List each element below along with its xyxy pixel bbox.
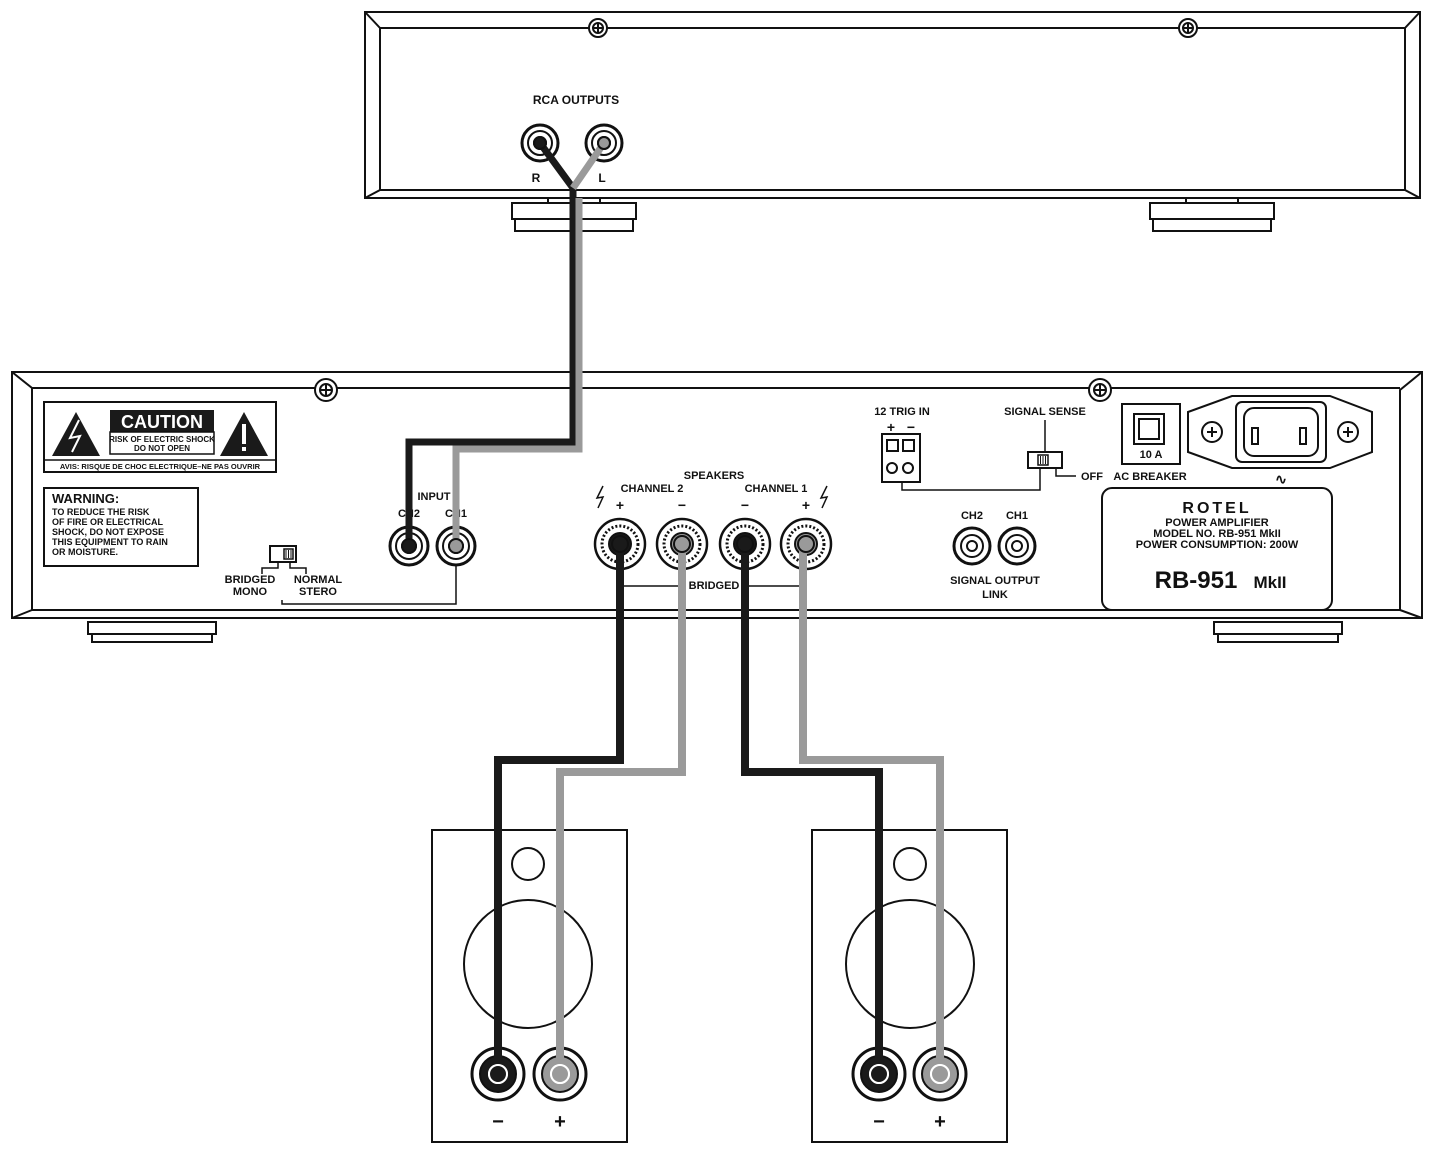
trigger-input-terminal[interactable] (881, 433, 921, 483)
normal-stereo-label: STERO (299, 586, 337, 598)
rca-r-label: R (532, 171, 541, 185)
caution-title: CAUTION (121, 412, 203, 432)
model-number: MODEL NO. RB-951 MkII (1153, 528, 1281, 540)
terminal-caps (401, 136, 950, 1084)
source-foot-right (1149, 198, 1275, 232)
caution-line2: DO NOT OPEN (134, 444, 190, 453)
bridged-label: BRIDGED (689, 580, 740, 592)
warning-line: TO REDUCE THE RISK (52, 507, 150, 517)
signal-output-link-label: LINK (982, 589, 1008, 601)
caution-line1: RISK OF ELECTRIC SHOCK (109, 435, 215, 444)
caution-label (43, 401, 277, 473)
cable-ch1-minus (741, 544, 883, 1074)
channel2-label: CHANNEL 2 (621, 483, 684, 495)
warning-line: THIS EQUIPMENT TO RAIN (52, 537, 168, 547)
out-ch1-label: CH1 (1006, 510, 1028, 522)
rca-l-label: L (598, 171, 605, 185)
lightning-icon (819, 485, 829, 509)
speakers-label: SPEAKERS (684, 470, 745, 482)
source-component (364, 11, 1421, 232)
ch1-plus-label: + (802, 497, 810, 513)
mode-switch-leader-lines (261, 562, 457, 605)
screw-icon (1178, 18, 1198, 38)
channel1-label: CHANNEL 1 (745, 483, 808, 495)
ac-breaker[interactable] (1121, 403, 1181, 465)
lightning-warning-icon (52, 412, 100, 456)
exclamation-warning-icon (220, 412, 268, 456)
lightning-icon (595, 485, 605, 509)
cable-ch1-plus (799, 544, 944, 1074)
rating-plate (1101, 487, 1333, 611)
brand-logo: ROTEL (1182, 500, 1251, 517)
bridged-mono-label: BRIDGED (225, 574, 276, 586)
ac-power-inlet[interactable] (1187, 395, 1373, 469)
ac-symbol: ∿ (1275, 471, 1287, 487)
normal-stereo-label: NORMAL (294, 574, 343, 586)
breaker-value: 10 A (1140, 449, 1163, 461)
screw-icon (1201, 421, 1223, 443)
amp-foot-left (87, 621, 217, 643)
signal-sense-leader-lines (901, 420, 1076, 491)
screw-icon (1088, 378, 1112, 402)
trig-minus-label: − (907, 419, 915, 435)
speaker-right (811, 829, 1008, 1143)
signal-output-link-label: SIGNAL OUTPUT (950, 575, 1040, 587)
model-big: RB-951 (1155, 567, 1238, 594)
signal-output-ch2-jack[interactable] (952, 526, 992, 566)
out-ch2-label: CH2 (961, 510, 983, 522)
signal-output-ch1-jack[interactable] (997, 526, 1037, 566)
screw-icon (588, 18, 608, 38)
signal-sense-label: SIGNAL SENSE (1004, 406, 1086, 418)
speaker-right-plus-label: + (934, 1111, 946, 1133)
cable-ch2-plus (494, 544, 624, 1074)
screw-icon (1337, 421, 1359, 443)
warning-line: OF FIRE OR ELECTRICAL (52, 517, 163, 527)
warning-line: SHOCK, DO NOT EXPOSE (52, 527, 164, 537)
model-suffix: MkII (1253, 573, 1286, 592)
amplifier-chassis (11, 371, 1423, 643)
trig-in-label: 12 TRIG IN (874, 406, 930, 418)
product-type: POWER AMPLIFIER (1165, 517, 1269, 529)
cable-rca-left (452, 141, 607, 546)
cable-rca-right (405, 140, 577, 546)
cable-ch2-minus (556, 544, 686, 1074)
speaker-right-minus-label: − (873, 1111, 885, 1133)
speaker-left (431, 829, 628, 1143)
speaker-left-plus-label: + (554, 1111, 566, 1133)
screw-icon (314, 378, 338, 402)
trig-plus-label: + (887, 419, 895, 435)
avis-text: AVIS: RISQUE DE CHOC ELECTRIQUE–NE PAS O… (60, 462, 261, 471)
amp-foot-right (1213, 621, 1343, 643)
ch2-minus-label: − (678, 497, 686, 513)
signal-sense-switch[interactable] (1027, 451, 1063, 469)
ch2-plus-label: + (616, 497, 624, 513)
ac-breaker-label: AC BREAKER (1113, 471, 1186, 483)
warning-box (43, 487, 199, 567)
warning-line: OR MOISTURE. (52, 547, 118, 557)
power-consumption: POWER CONSUMPTION: 200W (1136, 539, 1299, 551)
rca-outputs-label: RCA OUTPUTS (533, 93, 619, 107)
input-label: INPUT (418, 491, 451, 503)
warning-title: WARNING: (52, 491, 119, 506)
mode-switch[interactable] (269, 545, 297, 563)
ch1-minus-label: − (741, 497, 749, 513)
off-label: OFF (1081, 471, 1103, 483)
speaker-left-minus-label: − (492, 1111, 504, 1133)
bridged-mono-label: MONO (233, 586, 268, 598)
